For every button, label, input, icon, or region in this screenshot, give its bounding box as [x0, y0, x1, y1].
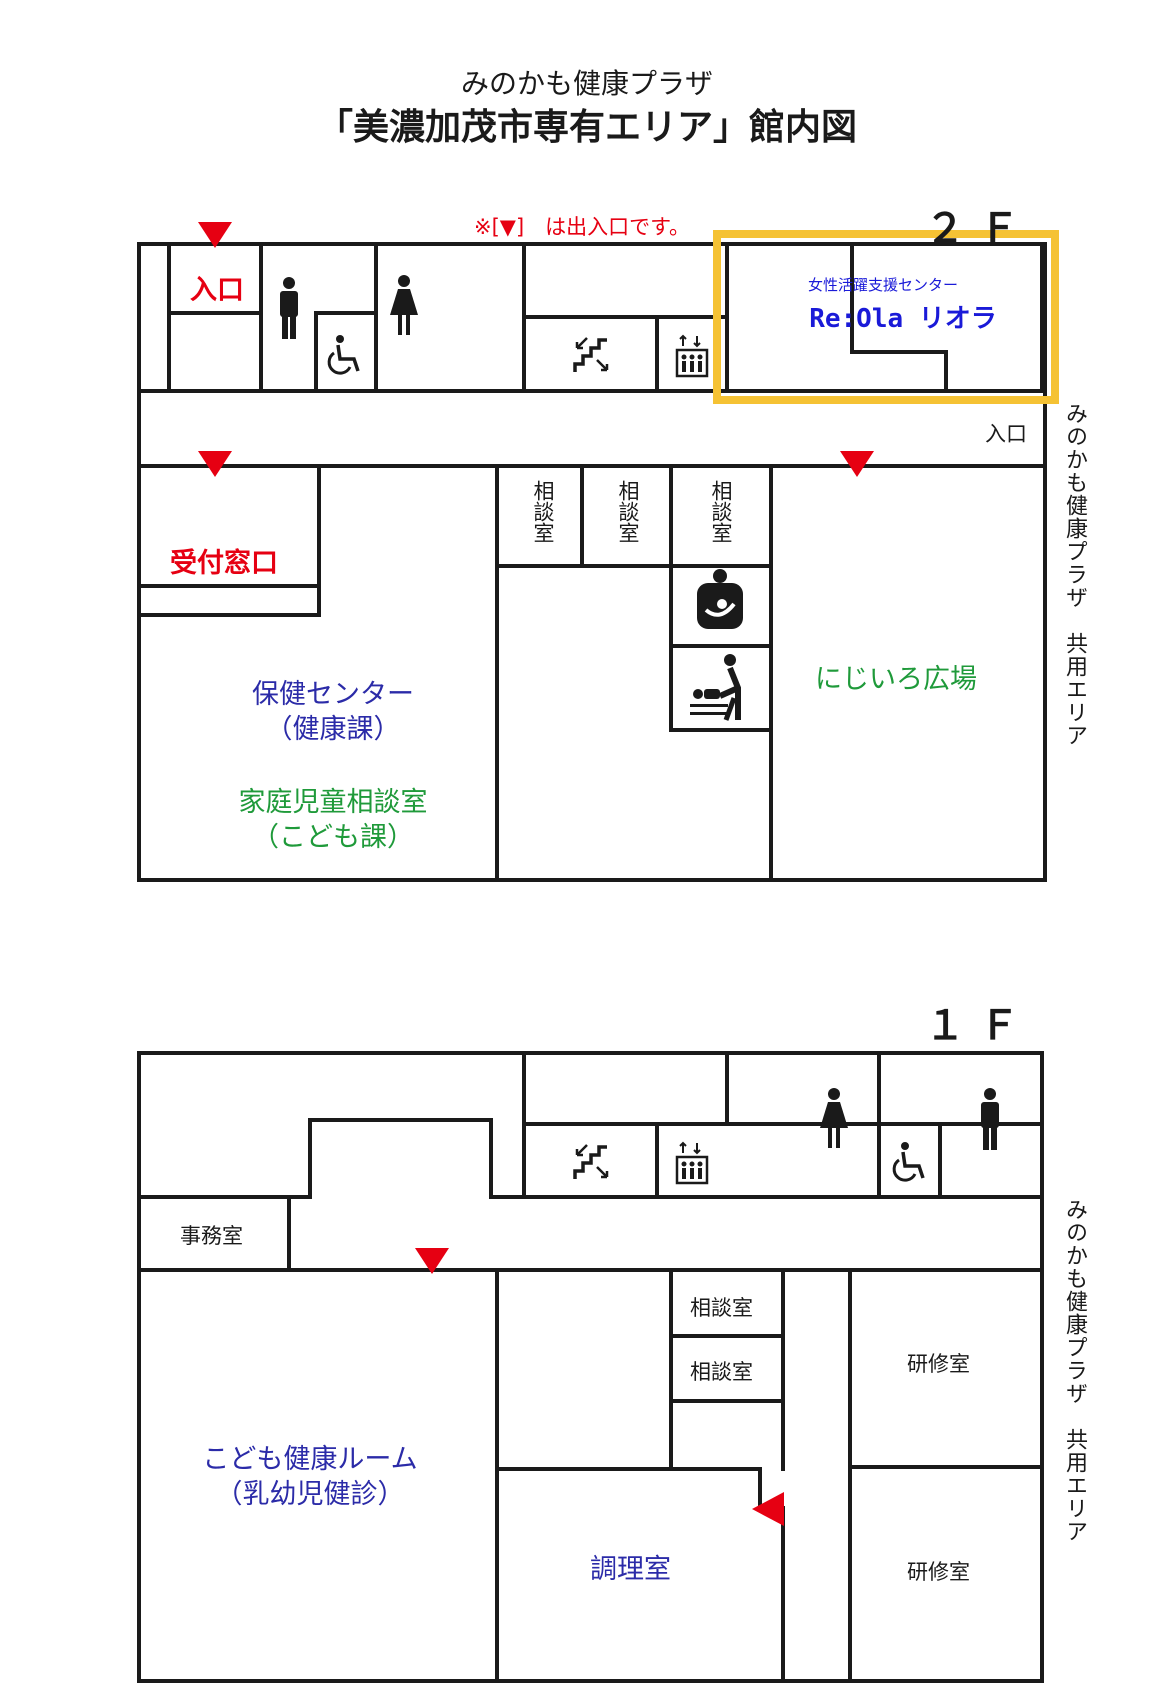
cooking-room-label: 調理室: [590, 1554, 671, 1585]
reola-name-text: Re:Ola リオラ: [809, 304, 997, 334]
consult-room-label: 相談室: [690, 1360, 753, 1384]
office-label: 事務室: [180, 1224, 243, 1248]
female-restroom-icon: [390, 275, 418, 335]
male-restroom-icon: [981, 1088, 999, 1150]
female-restroom-icon: [820, 1088, 848, 1148]
entrance-marker-icon: [752, 1492, 784, 1526]
floor2-walls: [137, 242, 1047, 882]
health-center-name: 保健センター: [252, 679, 414, 710]
elevator-icon: [675, 334, 709, 378]
nijiiro-plaza-label: にじいろ広場: [815, 664, 977, 695]
child-consult-name: 家庭児童相談室: [238, 787, 428, 818]
health-center-label: 保健センター （健康課）: [208, 677, 458, 747]
reola-name: Re:Ola リオラ: [803, 298, 1003, 335]
floor1-label: １Ｆ: [925, 1003, 1033, 1049]
entrance-marker-icon: [415, 1248, 449, 1274]
training-room-label: 研修室: [907, 1352, 970, 1376]
floor2-side-entrance-label: 入口: [985, 422, 1027, 446]
male-restroom-icon: [280, 277, 298, 339]
stairs-icon: [573, 336, 609, 374]
consult-room-label: 相談室: [709, 480, 733, 543]
consult-room-label: 相談室: [616, 480, 640, 543]
child-consult-dept: （こども課）: [252, 822, 414, 854]
elevator-icon: [675, 1141, 709, 1185]
floor2-label: ２Ｆ: [925, 206, 1033, 252]
child-consult-label: 家庭児童相談室 （こども課）: [208, 785, 458, 855]
reception-label: 受付窓口: [170, 548, 278, 579]
entrance-legend-note: ※[▼] は出入口です。: [474, 215, 691, 239]
kids-health-room-label: こども健康ルーム （乳幼児健診）: [180, 1442, 440, 1512]
floor2-shared-area-label: みのかも健康プラザ 共用エリア: [1062, 402, 1087, 747]
entrance-marker-icon: [840, 451, 874, 477]
kids-health-room-sub: （乳幼児健診）: [215, 1479, 405, 1511]
health-center-dept: （健康課）: [265, 714, 401, 746]
reola-highlight-frame: [713, 230, 1059, 404]
map-title: 「美濃加茂市専有エリア」館内図: [316, 107, 857, 148]
entrance-markers: [198, 222, 874, 1526]
entrance-marker-icon: [198, 451, 232, 477]
diaper-changing-icon: [690, 654, 741, 721]
stairs-icon: [573, 1143, 609, 1181]
consult-room-label: 相談室: [690, 1296, 753, 1320]
floor2-entrance-label: 入口: [190, 275, 244, 306]
training-room-label: 研修室: [907, 1560, 970, 1584]
accessible-restroom-icon: [892, 1140, 925, 1182]
consult-room-label: 相談室: [531, 480, 555, 543]
floor1-walls: [137, 1051, 1044, 1683]
floor1-shared-area-label: みのかも健康プラザ 共用エリア: [1062, 1198, 1087, 1543]
entrance-marker-icon: [198, 222, 232, 248]
map-subtitle: みのかも健康プラザ: [460, 67, 713, 100]
kids-health-room-name: こども健康ルーム: [202, 1444, 418, 1475]
reola-caption-text: 女性活躍支援センター: [807, 276, 958, 294]
reola-caption: 女性活躍支援センター: [803, 274, 963, 295]
accessible-restroom-icon: [327, 333, 360, 375]
nursing-room-icon: [697, 569, 743, 629]
